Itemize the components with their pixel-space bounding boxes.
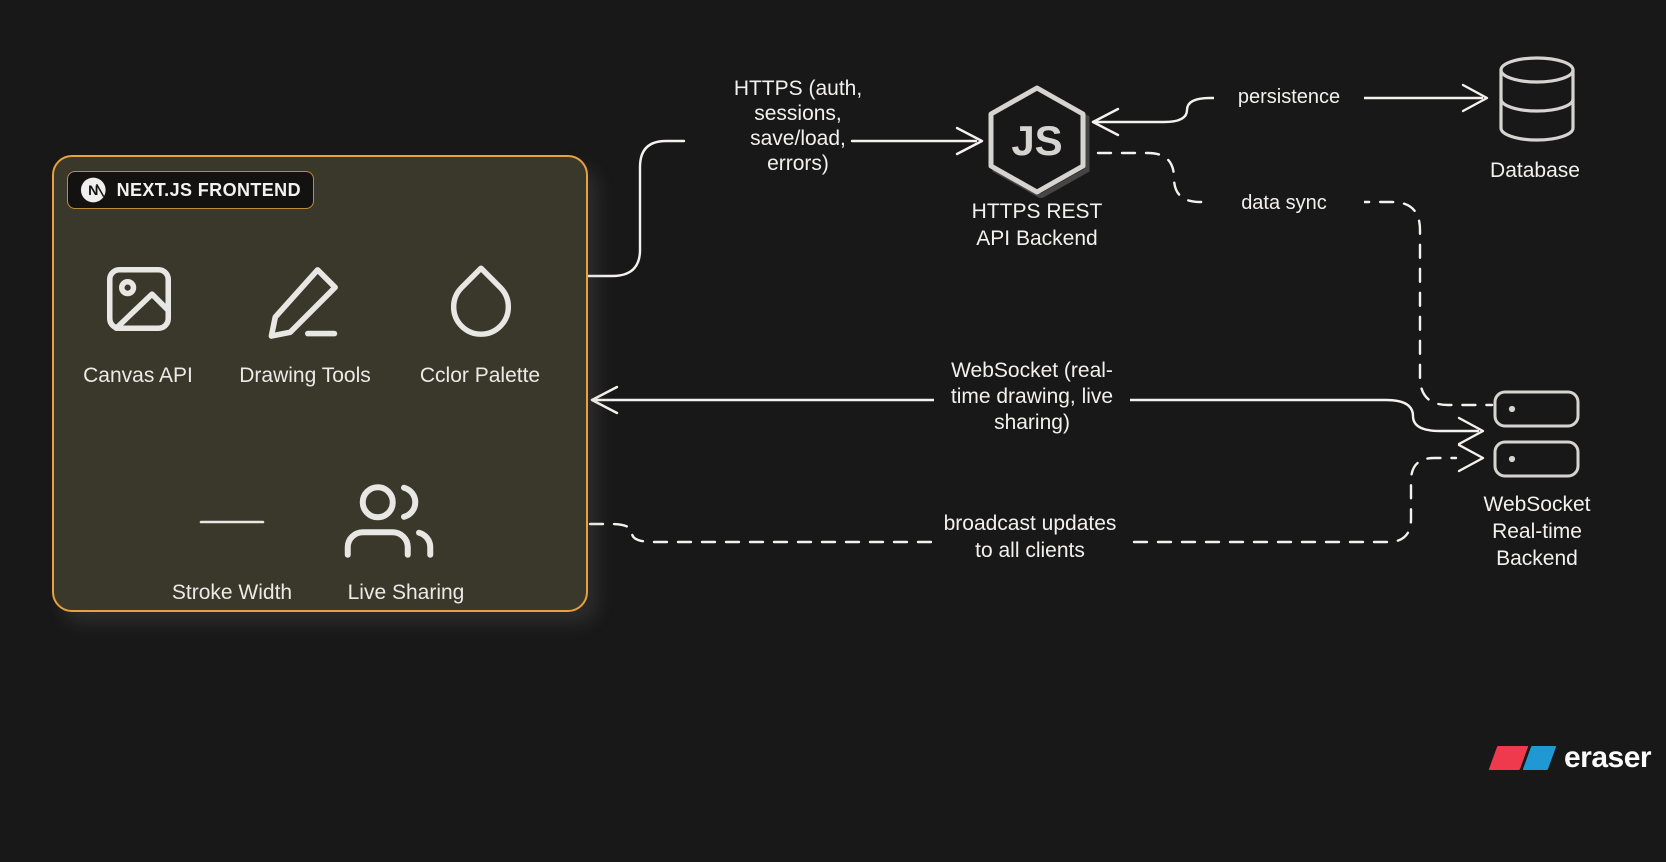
pencil-icon [268,267,338,339]
edge-websocket-arrowhead-left [590,385,619,415]
database-node[interactable] [1494,54,1580,148]
stroke-width-label: Stroke Width [171,581,293,604]
edge-broadcast-arrowhead [1457,443,1485,473]
edge-persistence[interactable] [1091,96,1484,124]
server-stack-icon [1493,390,1580,478]
api-backend-label: HTTPS REST API Backend [971,200,1103,250]
edge-label-websocket: WebSocket (real- time drawing, live shar… [934,358,1130,436]
users-icon [344,484,434,558]
droplet-icon [450,265,512,337]
eraser-logo-blue-shape [1522,746,1557,770]
horizontal-line-icon [199,520,265,524]
svg-text:JS: JS [1011,117,1062,164]
nextjs-logo-icon: N [80,177,106,203]
database-cylinder-icon [1499,56,1575,142]
nodejs-hexagon-icon: JS [988,85,1090,198]
edge-persistence-arrowhead-left [1091,107,1120,137]
color-palette-label: Cclor Palette [419,364,541,387]
ws-backend-node[interactable] [1491,388,1583,480]
edge-label-broadcast: broadcast updates to all clients [932,510,1128,564]
edge-label-persistence: persistence [1214,84,1364,110]
drawing-tools-label: Drawing Tools [239,364,371,387]
api-backend-node[interactable]: JS [983,82,1091,198]
frontend-group-title: NEXT.JS FRONTEND [116,179,301,200]
edge-websocket[interactable] [590,398,1480,433]
image-icon [106,266,172,332]
live-sharing-label: Live Sharing [347,581,465,604]
svg-text:N: N [88,183,98,199]
edge-websocket-arrowhead-right [1457,416,1485,446]
edge-data-sync[interactable] [1096,151,1494,407]
edge-label-data-sync: data sync [1204,190,1364,216]
database-label: Database [1490,159,1580,182]
eraser-logo[interactable]: eraser [1487,738,1652,778]
edge-broadcast[interactable] [588,456,1458,544]
edge-label-https: HTTPS (auth, sessions, save/load, errors… [733,77,863,175]
edge-https-arrowhead [955,126,984,156]
eraser-logo-red-shape [1488,746,1529,770]
nextjs-frontend-header[interactable]: N NEXT.JS FRONTEND [67,171,314,209]
edge-persistence-arrowhead-right [1461,83,1489,113]
eraser-logo-text: eraser [1564,741,1652,774]
nextjs-frontend-group[interactable]: N NEXT.JS FRONTEND Canvas API Drawing To… [52,155,588,612]
edge-https[interactable] [586,139,978,278]
ws-backend-label: WebSocket Real-time Backend [1483,493,1591,570]
canvas-api-label: Canvas API [83,364,193,387]
